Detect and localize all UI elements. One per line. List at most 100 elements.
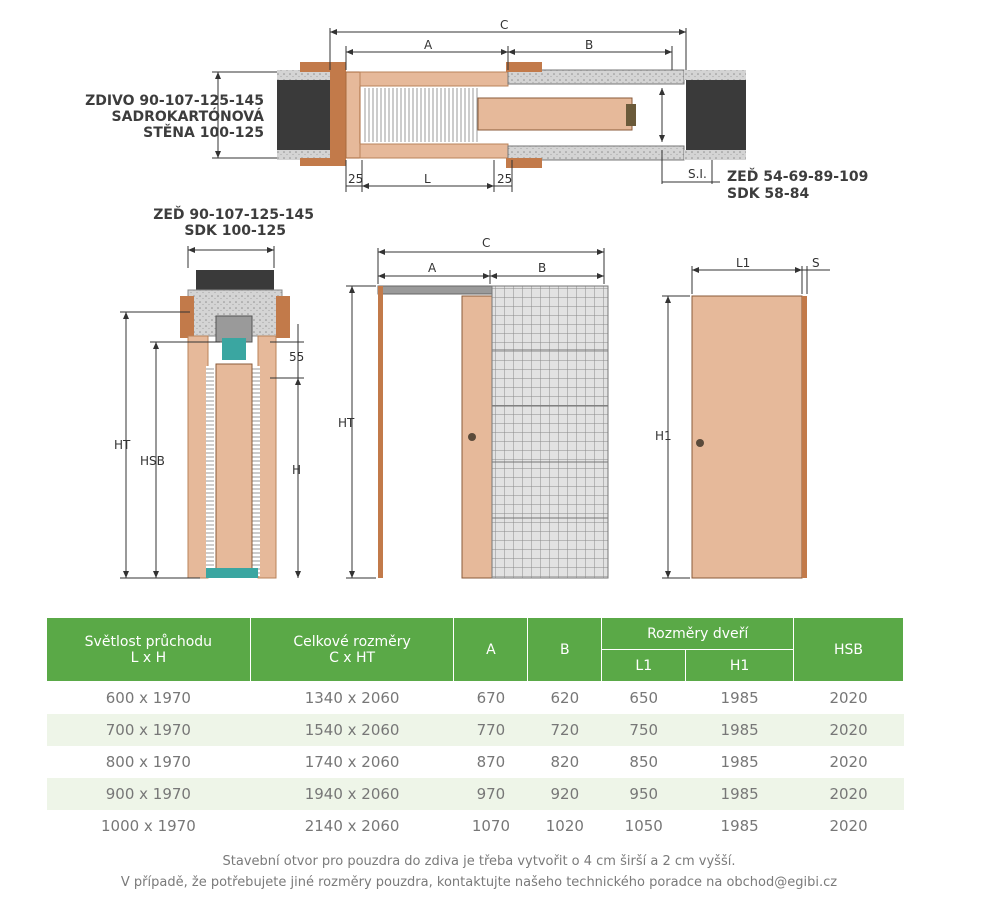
header-rozmery-dveri: Rozměry dveří — [601, 617, 795, 650]
dim-si: S.I. — [688, 167, 707, 181]
header-svetlost: Světlost průchodu L x H — [46, 617, 251, 682]
table-row: 1000 x 1970 2140 x 2060 1070 1020 1050 1… — [47, 810, 904, 842]
cell-h1: 1985 — [720, 817, 759, 835]
left-wall-plaster-top — [277, 70, 331, 80]
front-door — [461, 295, 493, 579]
dim-a-front: A — [428, 261, 437, 275]
cell-h1: 1985 — [720, 689, 759, 707]
front-view — [346, 248, 609, 579]
top-view — [212, 28, 746, 192]
label-zed-side-line1: ZEĎ 90-107-125-145 — [153, 207, 314, 223]
table-row: 800 x 1970 1740 x 2060 870 820 850 1985 … — [47, 746, 904, 778]
cell-svetlost: 800 x 1970 — [105, 753, 191, 771]
dim-l: L — [424, 172, 431, 186]
pocket-frame-bottom — [506, 158, 542, 168]
cell-hsb: 2020 — [829, 753, 868, 771]
front-left-jamb — [378, 286, 383, 578]
right-wall — [686, 72, 746, 158]
section-floor-guide — [206, 568, 258, 578]
door-leaf-top — [477, 97, 633, 131]
label-sdk-right: SDK 58-84 — [727, 186, 810, 202]
cell-svetlost: 600 x 1970 — [105, 689, 191, 707]
section-jamb-right — [257, 335, 277, 579]
dim-c-top: C — [500, 18, 509, 32]
cell-l1: 750 — [601, 714, 686, 746]
pocket-bottom — [507, 145, 685, 161]
label-zdivo: ZDIVO 90-107-125-145 — [85, 93, 264, 109]
header-l1: L1 — [601, 649, 687, 682]
cell-a: 770 — [453, 714, 528, 746]
pocket-top — [507, 69, 685, 85]
front-pocket-grid — [491, 285, 609, 579]
table-row: 900 x 1970 1940 x 2060 970 920 950 1985 … — [46, 778, 904, 810]
dim-25-left: 25 — [348, 172, 364, 186]
dim-55: 55 — [289, 350, 305, 364]
side-view — [120, 246, 304, 579]
table-row: 600 x 1970 1340 x 2060 670 620 650 1985 … — [47, 682, 904, 715]
header-svetlost-line1: Světlost průchodu — [84, 633, 213, 650]
technical-drawing — [120, 28, 830, 579]
right-wall-plaster-top — [684, 70, 746, 80]
cell-svetlost: 700 x 1970 — [46, 714, 251, 746]
cell-l1: 650 — [629, 689, 659, 707]
cell-hsb: 2020 — [793, 778, 904, 810]
dim-25-right: 25 — [497, 172, 513, 186]
header-celkove: Celkové rozměry C x HT — [249, 617, 455, 682]
cell-celkove: 1340 x 2060 — [304, 689, 400, 707]
door-handle — [696, 439, 704, 447]
header-a: A — [453, 617, 529, 682]
cell-hsb: 2020 — [829, 817, 868, 835]
left-frame — [300, 62, 346, 166]
dim-b-front: B — [538, 261, 547, 275]
pocket-frame-top — [506, 62, 542, 72]
cell-celkove: 1740 x 2060 — [304, 753, 400, 771]
cell-h1: 1985 — [720, 753, 759, 771]
label-zed-side-line2: SDK 100-125 — [184, 223, 286, 239]
cell-l1: 950 — [601, 778, 686, 810]
right-wall-plaster-bottom — [684, 150, 746, 160]
cell-a: 670 — [476, 689, 506, 707]
cell-b: 820 — [550, 753, 580, 771]
left-wall-plaster-bottom — [277, 150, 331, 160]
cell-h1: 1985 — [685, 714, 794, 746]
dim-h1: H1 — [655, 429, 672, 443]
header-celkove-line1: Celkové rozměry — [293, 633, 411, 650]
dim-l1: L1 — [736, 256, 751, 270]
dim-h: H — [292, 463, 302, 477]
door-handle-block — [626, 104, 636, 126]
dim-b-top: B — [585, 38, 594, 52]
dim-hsb: HSB — [140, 454, 165, 468]
insulation — [362, 88, 478, 142]
cell-b: 1020 — [545, 817, 584, 835]
section-insulation-left — [206, 366, 214, 576]
front-door-handle — [468, 433, 476, 441]
door-view — [662, 266, 830, 579]
door-leaf — [691, 295, 803, 579]
dim-c-front: C — [482, 236, 491, 250]
cell-b: 620 — [550, 689, 580, 707]
section-door — [215, 363, 253, 577]
footer-note-2: V případě, že potřebujete jiné rozměry p… — [120, 875, 838, 890]
cell-l1: 850 — [629, 753, 659, 771]
header-celkove-line2: C x HT — [329, 649, 376, 666]
dim-ht-side: HT — [114, 438, 131, 452]
cell-b: 720 — [527, 714, 602, 746]
table-row: 700 x 1970 1540 x 2060 770 720 750 1985 … — [46, 714, 904, 746]
cell-b: 920 — [527, 778, 602, 810]
section-jamb-left — [187, 335, 209, 579]
cell-celkove: 1940 x 2060 — [250, 778, 454, 810]
cell-svetlost: 900 x 1970 — [46, 778, 251, 810]
header-svetlost-line2: L x H — [130, 649, 167, 666]
section-roller — [222, 338, 246, 360]
header-b: B — [527, 617, 603, 682]
dim-ht-front: HT — [338, 416, 355, 430]
footer-note-1: Stavební otvor pro pouzdra do zdiva je t… — [222, 854, 736, 869]
dimensions-table: Světlost průchodu L x H Celkové rozměry … — [46, 617, 904, 842]
cell-celkove: 2140 x 2060 — [304, 817, 400, 835]
section-insulation-right — [252, 366, 260, 576]
cell-hsb: 2020 — [793, 714, 904, 746]
left-wall — [277, 72, 331, 158]
dim-a-top: A — [424, 38, 433, 52]
section-frame-left — [180, 296, 194, 338]
cell-hsb: 2020 — [829, 689, 868, 707]
